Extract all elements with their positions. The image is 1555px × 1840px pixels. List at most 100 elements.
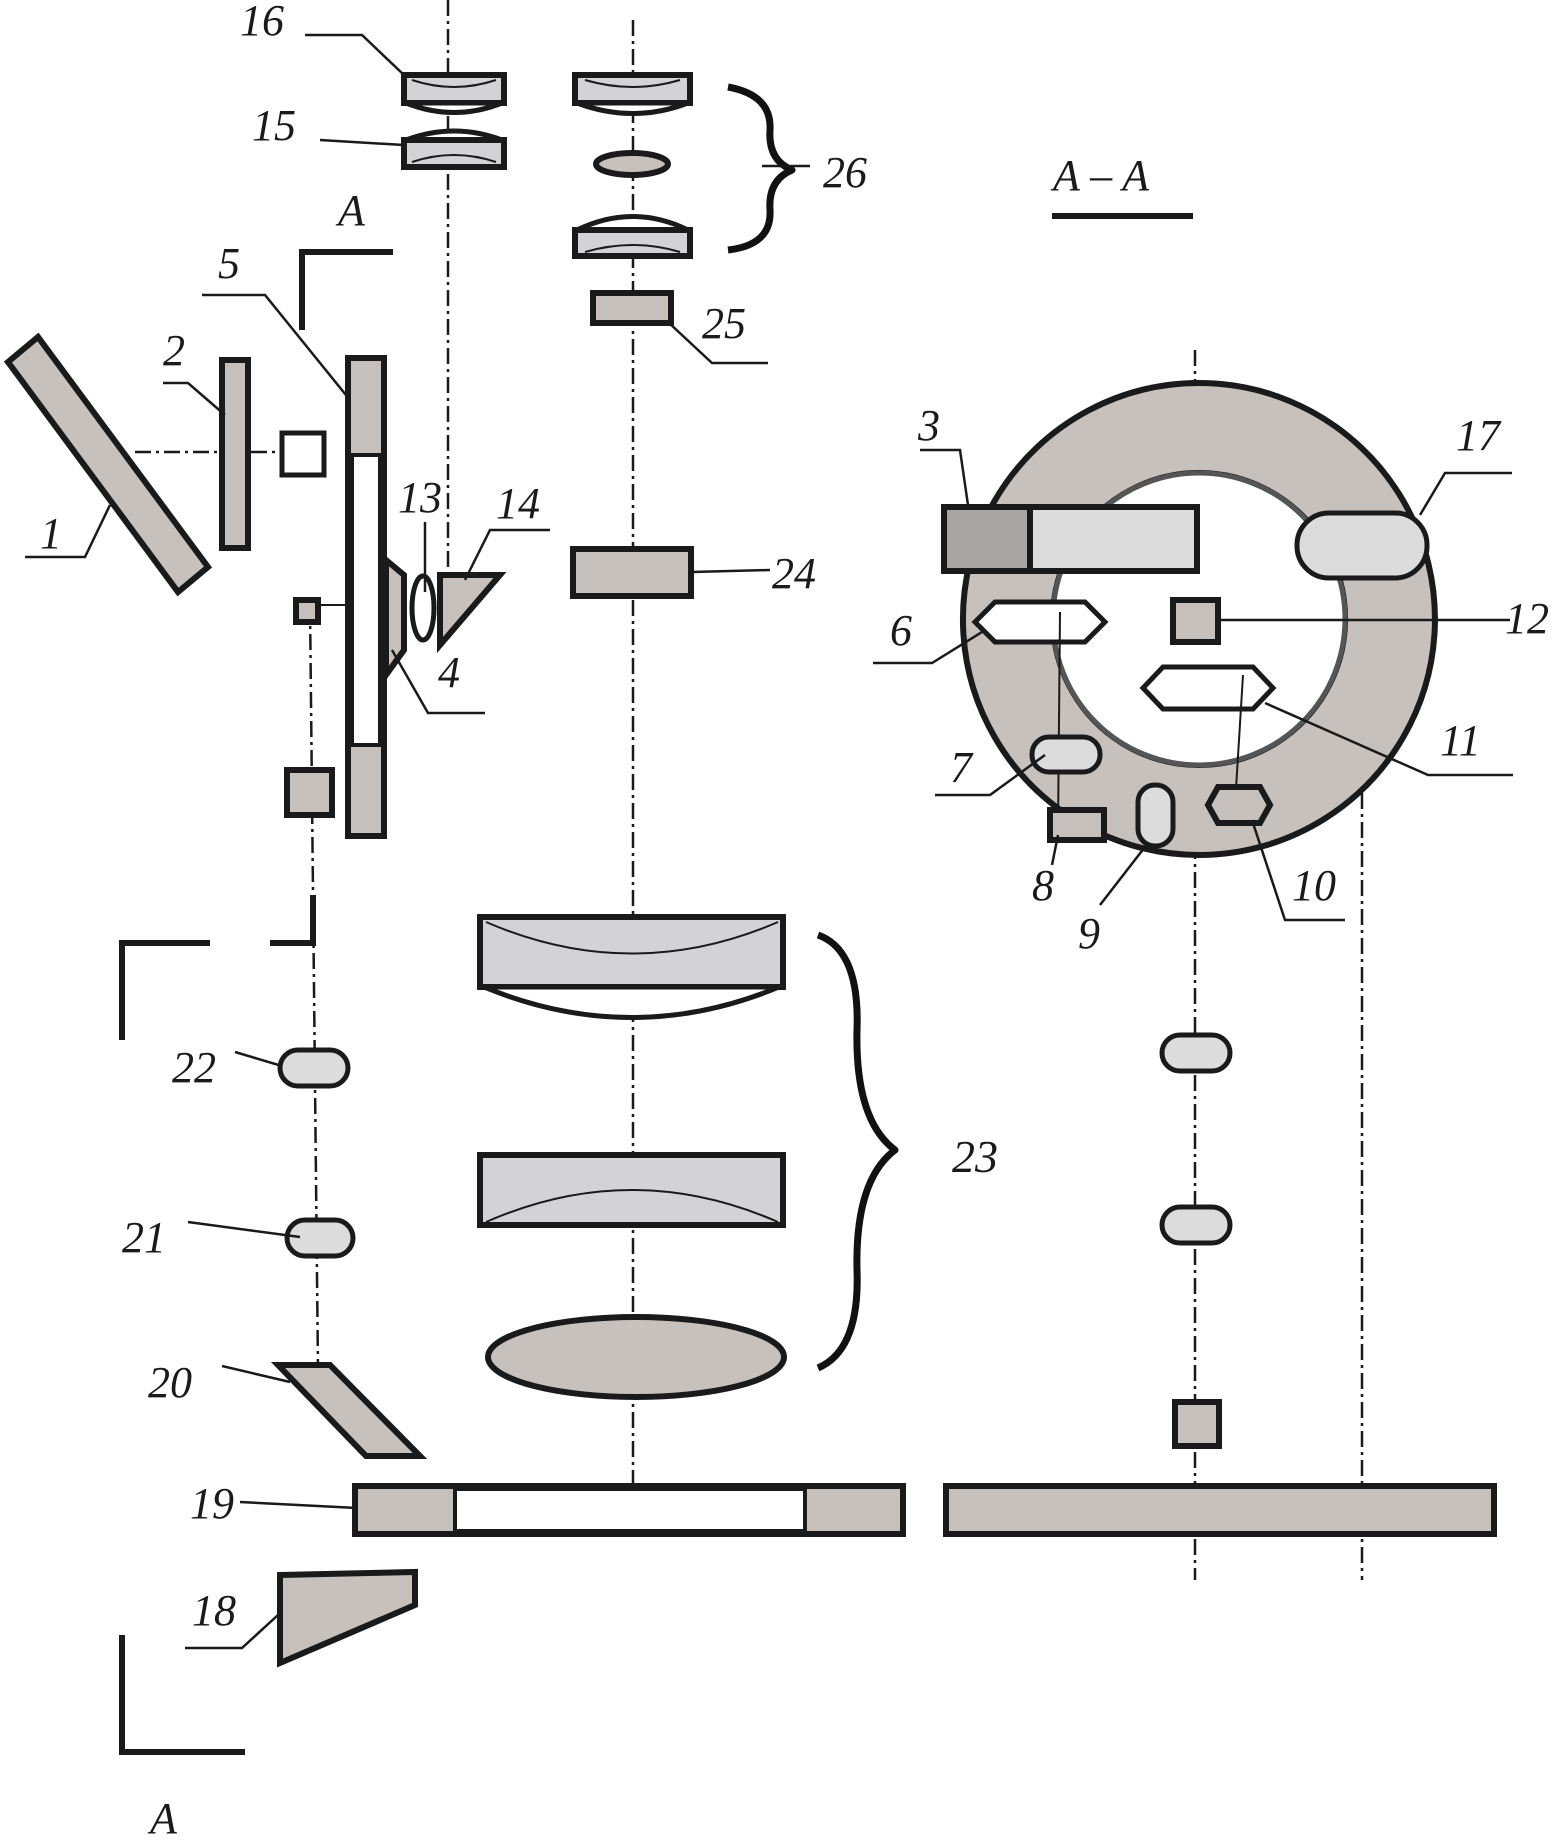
leader-24	[691, 568, 771, 574]
label-11: 11	[1440, 716, 1481, 765]
plate-5-window	[350, 453, 382, 747]
label-7: 7	[950, 743, 974, 792]
prism-14	[437, 572, 507, 654]
slot-7	[1029, 734, 1103, 775]
leader-2	[163, 381, 226, 416]
leader-14	[463, 528, 550, 581]
section-marker-top: A	[335, 186, 366, 235]
prism-4	[383, 553, 407, 685]
label-4: 4	[438, 648, 460, 697]
part-labels: 1 2 3 4 5 6 7 8 9 10 11 12 13 14 15 16 1…	[40, 0, 1549, 1635]
label-13: 13	[398, 473, 442, 522]
stage-19	[352, 1483, 1497, 1537]
label-23: 23	[952, 1131, 998, 1182]
lens-21	[284, 1217, 356, 1259]
tiny-block	[293, 597, 321, 625]
lens-26-top	[572, 72, 693, 106]
lens-23-top-curve	[483, 984, 780, 1020]
lens-16-curve	[405, 100, 503, 115]
leader-18	[185, 1614, 279, 1650]
label-22: 22	[172, 1043, 216, 1092]
label-10: 10	[1292, 861, 1336, 910]
leader-22	[234, 1050, 283, 1068]
lens-26-middle	[593, 150, 671, 178]
slot-9	[1135, 782, 1176, 849]
left-assembly	[3, 332, 507, 1668]
section-title: A – A	[1050, 151, 1150, 200]
label-12: 12	[1505, 594, 1549, 643]
label-6: 6	[890, 606, 912, 655]
lens-22	[277, 1047, 351, 1089]
leader-17	[1418, 471, 1512, 516]
label-24: 24	[772, 549, 816, 598]
lens-16	[401, 72, 507, 106]
label-21: 21	[122, 1213, 166, 1262]
lens-23-top-inner	[485, 921, 779, 955]
leader-21	[187, 1220, 301, 1239]
lens-15	[401, 137, 507, 170]
hexagon-6	[971, 599, 1109, 645]
lens-15-inner	[411, 154, 497, 163]
label-25: 25	[702, 299, 746, 348]
eyepiece-group-26	[572, 72, 796, 259]
leader-9	[1099, 842, 1149, 906]
leader-lines	[25, 33, 1513, 1650]
square-12	[1170, 597, 1221, 645]
lens-23-middle-inner	[485, 1189, 779, 1223]
brace-23	[816, 931, 899, 1372]
label-3: 3	[917, 401, 940, 450]
bar-3-light	[1027, 504, 1200, 574]
leader-25	[667, 321, 768, 365]
plate-2	[219, 357, 251, 551]
section-cut-mid	[270, 895, 316, 946]
lens-23-bottom	[485, 1314, 787, 1400]
section-lens-lower	[1159, 1204, 1233, 1246]
label-20: 20	[148, 1358, 192, 1407]
block-25	[590, 290, 674, 326]
slot-17	[1294, 510, 1430, 581]
leader-1	[25, 504, 112, 559]
link-6-8	[1057, 611, 1061, 831]
label-15: 15	[252, 101, 296, 150]
label-17: 17	[1456, 411, 1502, 460]
lens-13	[409, 573, 437, 643]
label-2: 2	[163, 326, 185, 375]
lens-26-top-inner	[584, 79, 681, 88]
section-marker-bottom: A	[147, 1794, 178, 1840]
label-1: 1	[40, 509, 62, 558]
label-9: 9	[1078, 909, 1100, 958]
section-a-a: A – A	[941, 151, 1438, 1449]
optical-axes	[135, 0, 1364, 1580]
block-8	[1047, 807, 1107, 843]
leader-19	[239, 1500, 358, 1510]
side-block	[284, 767, 335, 818]
label-16: 16	[240, 0, 284, 45]
section-cut-bottom	[119, 1635, 245, 1755]
leader-8	[1050, 834, 1060, 866]
leader-4	[390, 649, 485, 715]
axis-side-vertical	[308, 604, 320, 1371]
leader-6	[873, 630, 983, 665]
lens-26-bottom-inner	[584, 244, 681, 253]
section-cut-left-upper	[119, 940, 210, 1040]
stage-opening	[453, 1487, 807, 1533]
leader-15	[319, 138, 405, 147]
link-11-10	[1234, 674, 1244, 806]
inclined-mirror-1	[3, 332, 213, 597]
block-24	[570, 546, 694, 599]
leader-20	[221, 1364, 291, 1384]
lens-26-bottom	[572, 227, 693, 259]
section-cut-markers: A A	[119, 186, 393, 1840]
lens-23-top	[477, 914, 786, 990]
hexagon-11	[1139, 664, 1277, 712]
small-block	[279, 430, 327, 478]
section-cut-top	[299, 249, 393, 330]
leader-5	[202, 293, 351, 401]
leader-11	[1264, 701, 1513, 777]
wedge-18	[277, 1568, 418, 1668]
leader-16	[305, 33, 405, 76]
section-lens-upper	[1159, 1032, 1233, 1074]
mirror-20	[270, 1362, 428, 1459]
eyepiece-left	[401, 72, 507, 170]
